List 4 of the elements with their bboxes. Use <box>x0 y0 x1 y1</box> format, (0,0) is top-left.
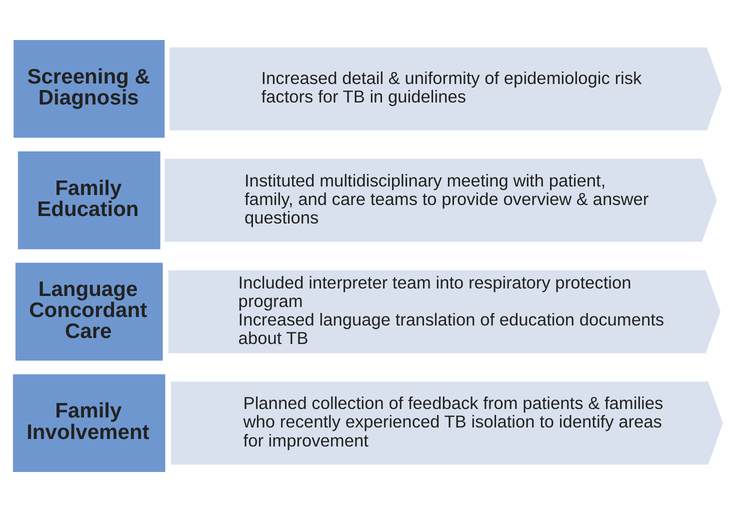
node-box: Screening & Diagnosis <box>14 39 165 138</box>
node-box: Family Involvement <box>12 374 166 472</box>
node-box: Language Concordant Care <box>15 262 163 360</box>
node-box: Family Education <box>18 150 160 249</box>
